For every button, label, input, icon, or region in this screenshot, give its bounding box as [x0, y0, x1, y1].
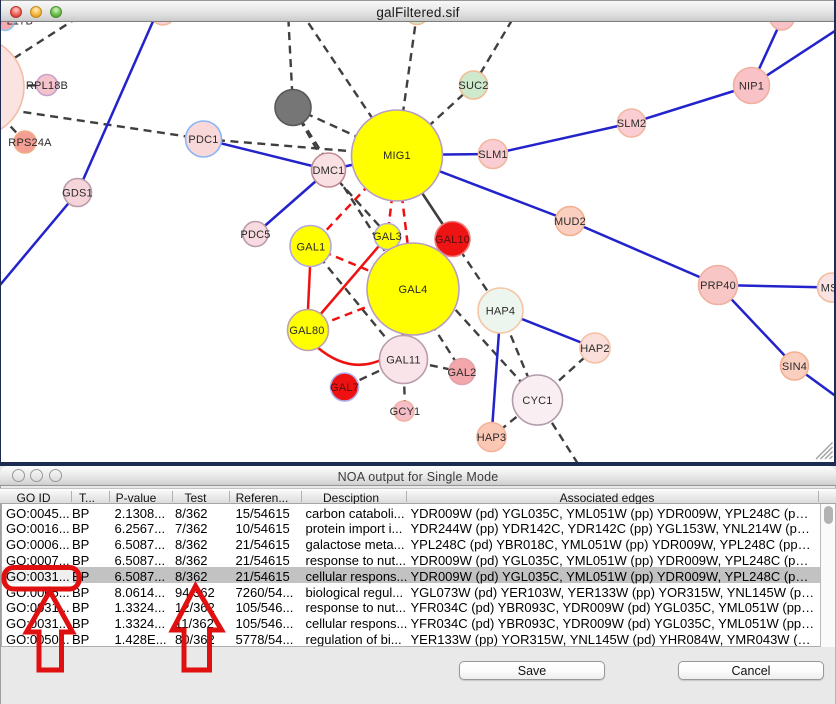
svg-text:GAL7: GAL7	[330, 382, 359, 394]
svg-text:HAP2: HAP2	[580, 343, 610, 355]
svg-text:NIP1: NIP1	[739, 81, 764, 93]
svg-text:GAL2: GAL2	[448, 367, 477, 379]
svg-text:GCY1: GCY1	[390, 406, 421, 418]
svg-text:GAL11: GAL11	[386, 355, 420, 367]
svg-text:SIN4: SIN4	[782, 361, 807, 373]
svg-text:PDC5: PDC5	[240, 229, 270, 241]
svg-text:HAP3: HAP3	[477, 432, 507, 444]
svg-text:GAL3: GAL3	[373, 231, 402, 243]
svg-text:RPL17B: RPL17B	[0, 22, 33, 28]
svg-text:GAL1: GAL1	[297, 242, 326, 254]
svg-text:PDC1: PDC1	[188, 134, 218, 146]
svg-text:SLM1: SLM1	[478, 149, 508, 161]
svg-text:GAL80: GAL80	[289, 325, 324, 337]
svg-text:CYC1: CYC1	[522, 395, 552, 407]
svg-text:RPL18B: RPL18B	[26, 80, 68, 92]
svg-text:DMC1: DMC1	[313, 165, 345, 177]
svg-text:GDS1: GDS1	[62, 188, 93, 200]
svg-text:SUC2: SUC2	[458, 80, 488, 92]
svg-text:SLM2: SLM2	[617, 118, 647, 130]
svg-text:HAP4: HAP4	[486, 306, 516, 318]
svg-text:GAL4: GAL4	[399, 284, 428, 296]
svg-text:PRP40: PRP40	[700, 280, 736, 292]
svg-text:RPS24A: RPS24A	[8, 137, 52, 149]
svg-text:GAL10: GAL10	[435, 234, 470, 246]
svg-text:MUD2: MUD2	[554, 216, 586, 228]
svg-text:MIG1: MIG1	[383, 150, 411, 162]
svg-text:MSB: MSB	[821, 283, 836, 295]
